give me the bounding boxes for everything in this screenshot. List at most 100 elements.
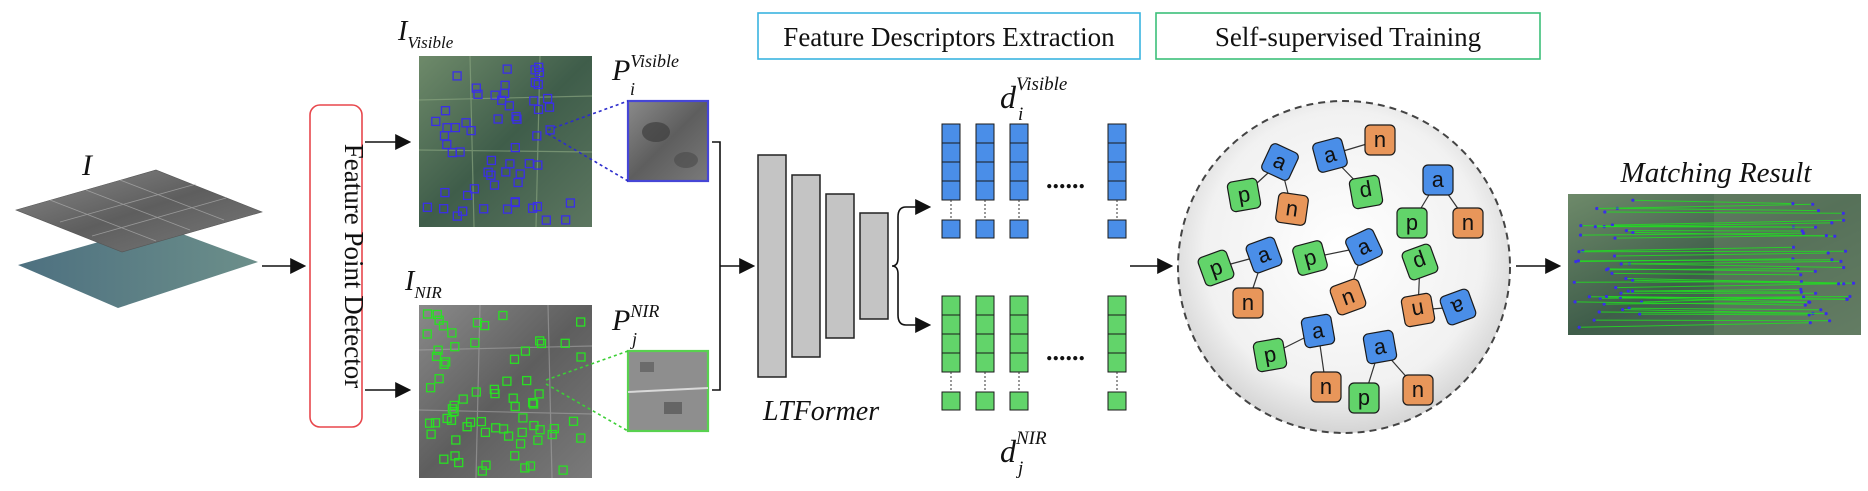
keypoint-marker bbox=[432, 309, 442, 320]
triplet-node-box bbox=[1275, 192, 1309, 226]
triplet-node-letter: p bbox=[1357, 177, 1374, 204]
keypoint-marker bbox=[486, 155, 497, 166]
nir-image-label: INIR bbox=[404, 266, 442, 302]
descriptor-cell bbox=[975, 180, 995, 201]
match-line bbox=[1599, 311, 1813, 314]
triplet-node-letter: a bbox=[1372, 335, 1389, 362]
keypoint-marker bbox=[466, 125, 476, 136]
keypoint-marker bbox=[517, 427, 527, 438]
keypoint-marker bbox=[451, 435, 461, 445]
match-point bbox=[1791, 245, 1796, 249]
triplet-node-letter: n bbox=[1284, 197, 1301, 224]
match-line bbox=[1604, 301, 1810, 305]
visible-patch-label-base: P bbox=[611, 54, 630, 87]
match-line bbox=[1629, 263, 1844, 268]
keypoint-marker bbox=[510, 142, 520, 153]
match-point bbox=[1807, 300, 1811, 304]
match-point bbox=[1579, 224, 1583, 228]
keypoint-marker bbox=[520, 463, 530, 473]
match-line bbox=[1582, 246, 1794, 252]
triplet-node-letter: p bbox=[1262, 343, 1279, 370]
triplet-node-negative: n bbox=[1329, 278, 1367, 316]
triplet-node-positive: p bbox=[1348, 174, 1384, 210]
keypoint-marker bbox=[441, 357, 451, 367]
match-point bbox=[1572, 280, 1576, 284]
match-point bbox=[1808, 321, 1812, 325]
descriptor-cell bbox=[975, 142, 995, 163]
ltformer-block-4 bbox=[859, 212, 889, 320]
nir-patch-label-sub: j bbox=[630, 329, 637, 349]
descriptor-cell bbox=[1009, 295, 1029, 316]
match-point bbox=[1799, 280, 1803, 284]
keypoint-marker bbox=[522, 375, 532, 386]
descriptor-cell bbox=[941, 142, 961, 163]
keypoint-marker bbox=[535, 425, 545, 435]
descriptor-cell bbox=[1107, 123, 1127, 144]
match-point bbox=[1610, 271, 1614, 275]
descriptor-cell bbox=[975, 123, 995, 144]
keypoint-marker bbox=[529, 96, 539, 106]
match-point bbox=[1824, 234, 1828, 238]
match-point bbox=[1619, 262, 1623, 266]
nir-descriptor-column bbox=[975, 295, 995, 411]
triplet-node-box bbox=[1364, 124, 1396, 156]
match-point bbox=[1597, 310, 1601, 314]
triplet-node-anchor: a bbox=[1300, 313, 1336, 349]
match-line bbox=[1629, 307, 1821, 311]
keypoint-marker bbox=[447, 328, 457, 338]
nir-image bbox=[418, 304, 593, 479]
match-point bbox=[1614, 286, 1618, 290]
keypoint-marker bbox=[510, 401, 520, 412]
match-line bbox=[1574, 281, 1802, 283]
field-boundary-lines bbox=[49, 179, 227, 242]
match-line bbox=[1614, 252, 1829, 257]
ltformer-model: LTFormer bbox=[757, 154, 889, 427]
triplet-node-anchor: a bbox=[1261, 143, 1299, 181]
nir-ellipsis: ...... bbox=[1046, 337, 1085, 366]
match-point bbox=[1799, 273, 1803, 277]
keypoint-marker bbox=[518, 413, 528, 423]
keypoint-marker bbox=[481, 460, 491, 470]
keypoint-marker bbox=[515, 169, 525, 179]
matching-result-image bbox=[1568, 194, 1861, 335]
descriptor-cell bbox=[1009, 161, 1029, 182]
visible-image-label-base: I bbox=[397, 16, 409, 47]
keypoint-marker bbox=[442, 139, 452, 150]
keypoint-marker bbox=[422, 329, 432, 339]
match-point bbox=[1839, 259, 1843, 263]
match-point bbox=[1826, 251, 1830, 255]
keypoint-marker bbox=[440, 106, 451, 116]
descriptor-cell bbox=[1009, 180, 1029, 201]
keypoint-marker bbox=[452, 211, 462, 221]
keypoint-marker bbox=[504, 101, 514, 111]
visible-descriptor-label-sup: Visible bbox=[1016, 74, 1067, 95]
descriptor-cell-last bbox=[975, 391, 995, 411]
match-line bbox=[1604, 226, 1816, 228]
keypoint-marker bbox=[532, 131, 542, 141]
match-point bbox=[1811, 202, 1815, 206]
keypoint-marker bbox=[560, 338, 570, 348]
descriptor-cell bbox=[975, 352, 995, 373]
match-line bbox=[1625, 278, 1854, 284]
keypoint-marker bbox=[503, 431, 514, 441]
visible-descriptor-column bbox=[1107, 123, 1127, 239]
keypoint-marker bbox=[479, 320, 490, 331]
keypoint-marker bbox=[486, 170, 496, 180]
stage2-header: Self-supervised Training bbox=[1155, 12, 1541, 60]
keypoint-marker bbox=[502, 64, 512, 74]
triplet-node-letter: n bbox=[1319, 376, 1332, 401]
match-point bbox=[1577, 250, 1581, 254]
triplet-node-box bbox=[1226, 177, 1262, 213]
keypoint-marker bbox=[530, 77, 540, 88]
match-point bbox=[1828, 319, 1832, 323]
keypoint-marker bbox=[489, 384, 499, 395]
visible-descriptor-column bbox=[1009, 123, 1029, 239]
triplet-node-letter: n bbox=[1411, 379, 1424, 404]
match-line bbox=[1632, 279, 1844, 285]
ltformer-label: LTFormer bbox=[762, 396, 879, 427]
keypoint-marker bbox=[511, 111, 521, 122]
triplet-node-letter: p bbox=[1301, 246, 1320, 274]
triplet-node-box bbox=[1452, 207, 1484, 239]
